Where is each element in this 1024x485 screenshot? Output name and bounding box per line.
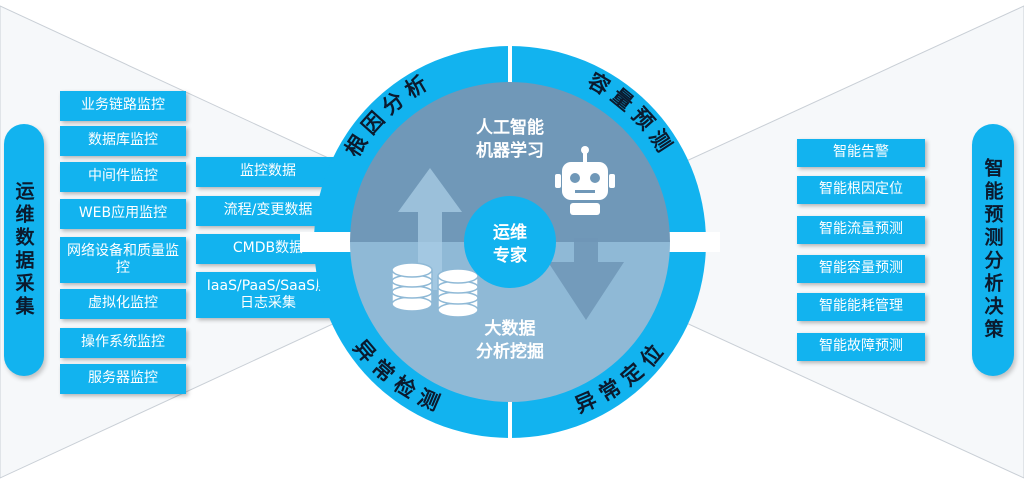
left-item[interactable]: 中间件监控: [60, 162, 186, 192]
left-item[interactable]: 网络设备和质量监控: [60, 237, 186, 283]
left-item[interactable]: 数据库监控: [60, 126, 186, 156]
expert-hub: [464, 196, 556, 288]
expert-label-line1: 运维: [493, 222, 527, 243]
right-item[interactable]: 智能流量预测: [797, 216, 925, 244]
arrow-down-icon: [548, 238, 624, 320]
database-icon: [391, 262, 479, 318]
bigdata-label-line2: 分析挖掘: [476, 341, 544, 362]
arrow-up-icon: [398, 168, 462, 290]
right-title: 智能预测分析决策: [981, 158, 1004, 342]
right-title-tab: 智能预测分析决策: [972, 124, 1014, 376]
right-item[interactable]: 智能告警: [797, 139, 925, 167]
bigdata-label-line1: 大数据: [485, 318, 536, 339]
mid-item[interactable]: IaaS/PaaS/SaaS层日志采集: [196, 272, 340, 318]
left-title: 运维数据采集: [12, 181, 35, 319]
left-item[interactable]: 虚拟化监控: [60, 289, 186, 319]
ai-label-line1: 人工智能: [476, 117, 544, 138]
right-item[interactable]: 智能能耗管理: [797, 293, 925, 321]
left-title-tab: 运维数据采集: [4, 124, 44, 376]
robot-icon: [555, 146, 615, 215]
right-item[interactable]: 智能故障预测: [797, 333, 925, 361]
mid-item[interactable]: 监控数据: [196, 157, 340, 187]
left-item[interactable]: 业务链路监控: [60, 91, 186, 121]
right-item[interactable]: 智能根因定位: [797, 176, 925, 204]
left-item[interactable]: 操作系统监控: [60, 328, 186, 358]
left-item[interactable]: 服务器监控: [60, 364, 186, 394]
expert-label-line2: 专家: [493, 245, 527, 266]
left-item[interactable]: WEB应用监控: [60, 199, 186, 229]
ai-label-line2: 机器学习: [476, 140, 544, 161]
right-item[interactable]: 智能容量预测: [797, 255, 925, 283]
